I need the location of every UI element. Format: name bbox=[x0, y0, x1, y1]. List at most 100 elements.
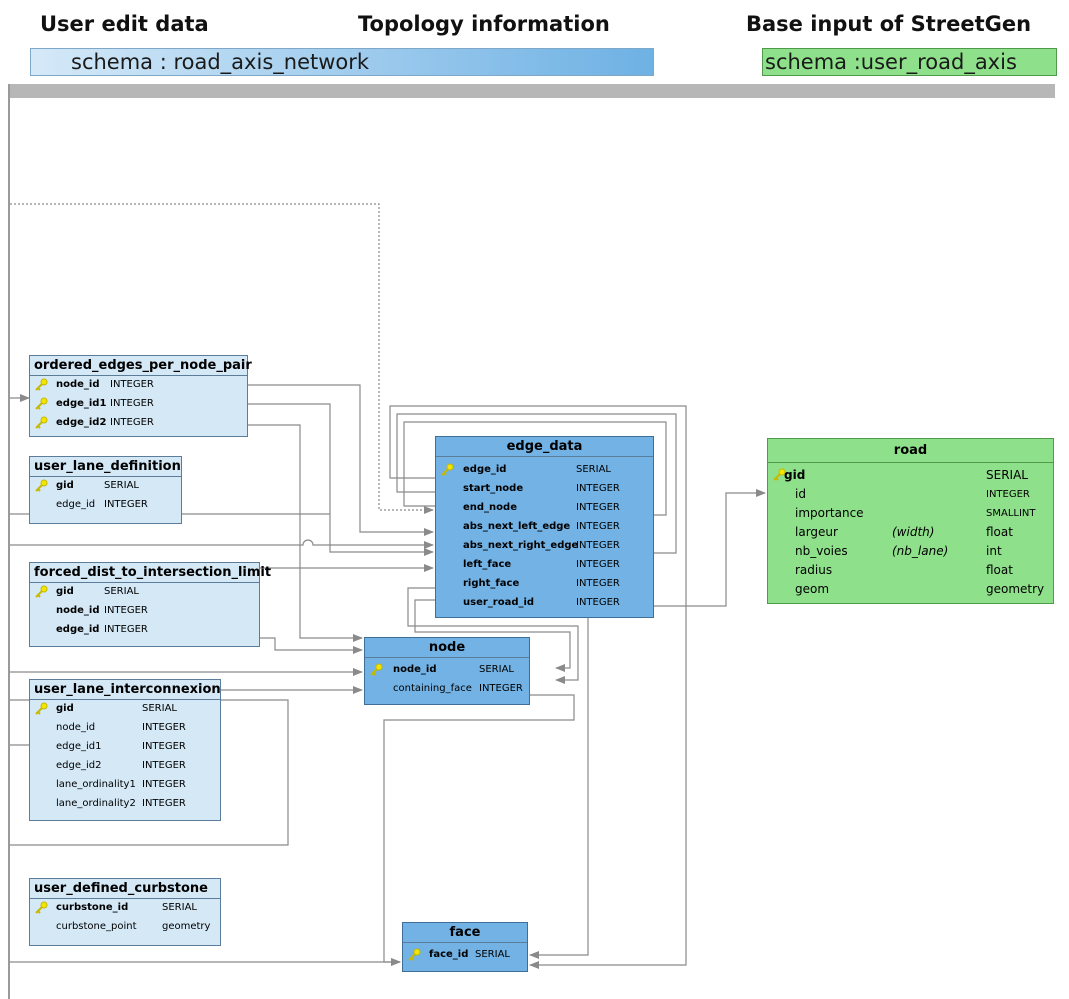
table-row: gid SERIAL bbox=[30, 477, 181, 496]
table-title: user_lane_definition bbox=[30, 457, 181, 477]
table-row: radius float bbox=[768, 561, 1053, 580]
table-row: node_id SERIAL bbox=[365, 661, 529, 680]
table-ordered-edges-per-node-pair[interactable]: ordered_edges_per_node_pair node_id INTE… bbox=[29, 355, 252, 437]
column-type: INTEGER bbox=[104, 624, 148, 635]
table-row: curbstone_point geometry bbox=[30, 918, 220, 937]
table-row: edge_id INTEGER bbox=[30, 621, 259, 640]
column-type: geometry bbox=[162, 921, 211, 932]
table-row: gid SERIAL bbox=[768, 466, 1053, 485]
table-row: left_face INTEGER bbox=[436, 556, 653, 575]
primary-key-icon bbox=[35, 901, 48, 914]
column-name: node_id bbox=[56, 722, 96, 733]
table-row: edge_id2 INTEGER bbox=[30, 757, 220, 776]
column-name: edge_id2 bbox=[56, 417, 107, 428]
column-name: node_id bbox=[393, 664, 437, 675]
table-user-lane-interconnexion[interactable]: user_lane_interconnexion gid SERIAL node… bbox=[29, 679, 221, 821]
column-type: INTEGER bbox=[576, 540, 620, 551]
table-row: gid SERIAL bbox=[30, 583, 259, 602]
column-name: abs_next_left_edge bbox=[463, 521, 571, 532]
column-type: SERIAL bbox=[475, 949, 510, 960]
primary-key-icon bbox=[35, 702, 48, 715]
primary-key-icon bbox=[773, 468, 786, 481]
column-name: curbstone_id bbox=[56, 902, 129, 913]
table-row: start_node INTEGER bbox=[436, 480, 653, 499]
column-name: abs_next_right_edge bbox=[463, 540, 579, 551]
table-row: user_road_id INTEGER bbox=[436, 594, 653, 613]
header-topology: Topology information bbox=[358, 12, 610, 36]
column-type: INTEGER bbox=[142, 722, 186, 733]
table-forced-dist-to-intersection-limit[interactable]: forced_dist_to_intersection_limit gid SE… bbox=[29, 562, 271, 647]
table-title: user_lane_interconnexion bbox=[30, 680, 221, 700]
column-type: float bbox=[986, 525, 1013, 539]
table-row: edge_id SERIAL bbox=[436, 461, 653, 480]
column-name: curbstone_point bbox=[56, 921, 137, 932]
column-type: INTEGER bbox=[142, 798, 186, 809]
primary-key-icon bbox=[35, 585, 48, 598]
column-type: SERIAL bbox=[104, 480, 139, 491]
primary-key-icon bbox=[408, 948, 421, 961]
table-row: node_id INTEGER bbox=[30, 602, 259, 621]
column-name: lane_ordinality1 bbox=[56, 779, 136, 790]
column-name: nb_voies bbox=[795, 544, 848, 558]
column-type: SERIAL bbox=[142, 703, 177, 714]
header-base-input: Base input of StreetGen bbox=[746, 12, 1032, 36]
column-type: INTEGER bbox=[576, 502, 620, 513]
table-row: importance SMALLINT bbox=[768, 504, 1053, 523]
table-row: nb_voies (nb_lane) int bbox=[768, 542, 1053, 561]
column-type: INTEGER bbox=[110, 417, 154, 428]
left-border-line bbox=[8, 84, 10, 999]
table-face[interactable]: face face_id SERIAL bbox=[402, 922, 528, 972]
column-type: INTEGER bbox=[576, 578, 620, 589]
table-row: right_face INTEGER bbox=[436, 575, 653, 594]
table-row: curbstone_id SERIAL bbox=[30, 899, 220, 918]
table-row: face_id SERIAL bbox=[403, 946, 527, 965]
table-row: gid SERIAL bbox=[30, 700, 220, 719]
table-row: edge_id1 INTEGER bbox=[30, 738, 220, 757]
table-title: face bbox=[403, 923, 527, 943]
column-name: gid bbox=[56, 703, 74, 714]
column-type: SERIAL bbox=[576, 464, 611, 475]
table-title: node bbox=[365, 638, 529, 658]
column-name: gid bbox=[784, 468, 806, 482]
table-title: edge_data bbox=[436, 437, 653, 457]
table-user-defined-curbstone[interactable]: user_defined_curbstone curbstone_id SERI… bbox=[29, 878, 221, 946]
column-type: SERIAL bbox=[986, 468, 1028, 482]
primary-key-icon bbox=[441, 463, 454, 476]
column-name: edge_id2 bbox=[56, 760, 102, 771]
table-title: road bbox=[768, 439, 1053, 463]
table-row: node_id INTEGER bbox=[30, 719, 220, 738]
primary-key-icon bbox=[35, 378, 48, 391]
column-name: largeur bbox=[795, 525, 838, 539]
table-title: user_defined_curbstone bbox=[30, 879, 220, 899]
table-row: containing_face INTEGER bbox=[365, 680, 529, 699]
table-user-lane-definition[interactable]: user_lane_definition gid SERIAL edge_id … bbox=[29, 456, 182, 524]
column-type: INTEGER bbox=[576, 483, 620, 494]
table-edge-data[interactable]: edge_data edge_id SERIAL start_node INTE… bbox=[435, 436, 654, 618]
table-row: largeur (width) float bbox=[768, 523, 1053, 542]
column-name: start_node bbox=[463, 483, 524, 494]
column-name: gid bbox=[56, 480, 74, 491]
column-name: user_road_id bbox=[463, 597, 535, 608]
column-name: containing_face bbox=[393, 683, 472, 694]
column-type: int bbox=[986, 544, 1002, 558]
table-row: lane_ordinality1 INTEGER bbox=[30, 776, 220, 795]
table-row: edge_id INTEGER bbox=[30, 496, 181, 515]
column-name: gid bbox=[56, 586, 74, 597]
table-row: node_id INTEGER bbox=[30, 376, 247, 395]
table-row: id INTEGER bbox=[768, 485, 1053, 504]
table-row: lane_ordinality2 INTEGER bbox=[30, 795, 220, 814]
column-type: INTEGER bbox=[986, 489, 1030, 500]
table-road[interactable]: road gid SERIAL id INTEGER importance SM… bbox=[767, 438, 1054, 604]
column-name: left_face bbox=[463, 559, 512, 570]
table-row: abs_next_left_edge INTEGER bbox=[436, 518, 653, 537]
column-name: lane_ordinality2 bbox=[56, 798, 136, 809]
table-row: edge_id1 INTEGER bbox=[30, 395, 247, 414]
column-name: geom bbox=[795, 582, 830, 596]
column-name: node_id bbox=[56, 379, 100, 390]
separator-bar bbox=[8, 84, 1055, 98]
table-node[interactable]: node node_id SERIAL containing_face INTE… bbox=[364, 637, 530, 705]
column-name: edge_id bbox=[463, 464, 507, 475]
column-note: (width) bbox=[892, 525, 935, 539]
table-row: end_node INTEGER bbox=[436, 499, 653, 518]
column-type: INTEGER bbox=[576, 597, 620, 608]
